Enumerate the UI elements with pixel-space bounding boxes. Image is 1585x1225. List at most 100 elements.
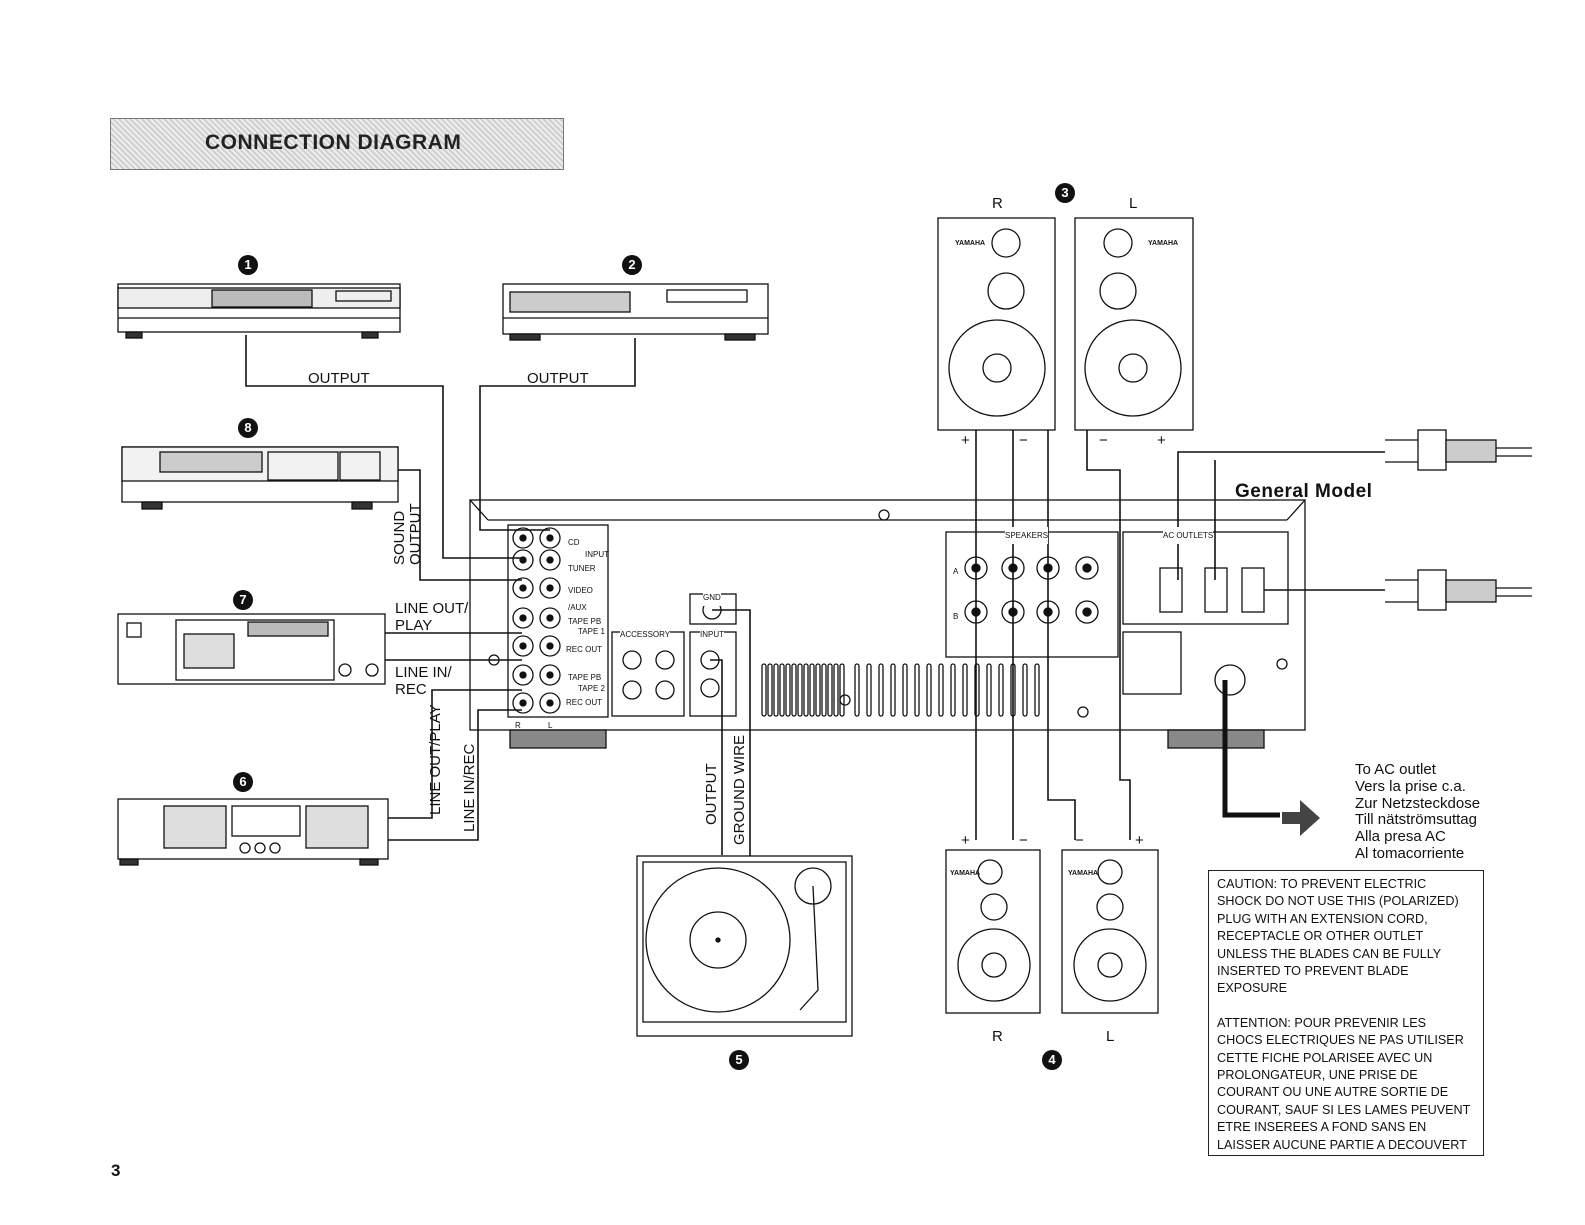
vent-slot (809, 663, 815, 717)
ac-text-sv: Till nätströmsuttag (1355, 811, 1477, 829)
rca-jacks (512, 527, 722, 714)
rca-jack-center (546, 534, 554, 542)
brand-yamaha-top-left: YAMAHA (1148, 240, 1178, 247)
vent-slot (779, 663, 785, 717)
rca-jack (622, 650, 642, 670)
vent-slot (785, 663, 791, 717)
panel-label-ac-outlets: AC OUTLETS (1163, 527, 1214, 544)
rca-jack-center (546, 556, 554, 564)
panel-label-tape1: TAPE 1 (578, 627, 605, 636)
double-cassette-deck-unit (117, 798, 389, 866)
power-cord (1222, 680, 1280, 818)
page-number: 3 (111, 1161, 121, 1180)
vent-slot (938, 663, 944, 717)
signal-cables (245, 335, 1385, 860)
caution-line: UNLESS THE BLADES CAN BE FULLY (1217, 946, 1442, 961)
rca-jack (512, 607, 534, 629)
rca-jack (512, 527, 534, 549)
ac-text-en: To AC outlet (1355, 761, 1436, 778)
rca-jack (655, 650, 675, 670)
label-line-in-rec-1: LINE IN/ (395, 664, 452, 681)
attention-line: PROLONGATEUR, UNE PRISE DE (1217, 1068, 1418, 1083)
attention-line: CHOCS ELECTRIQUES NE PAS UTILISER (1217, 1033, 1464, 1048)
panel-label-tape2-pb: TAPE PB (568, 673, 602, 682)
arrow-icon (1282, 800, 1320, 836)
vent-slot (902, 663, 908, 717)
vent-slot (962, 663, 968, 717)
panel-label-tuner: TUNER (568, 564, 596, 573)
rca-jack-center (519, 642, 527, 650)
cable-ground-wire (712, 609, 751, 860)
panel-label-phono-input: INPUT (700, 626, 724, 643)
rca-jack-center (519, 671, 527, 679)
vent-slot (821, 663, 827, 717)
rca-jack (512, 692, 534, 714)
cable-tape2-play (388, 689, 522, 819)
panel-label-tape2: TAPE 2 (578, 684, 605, 693)
rca-jack (539, 577, 561, 599)
rca-jack-center (519, 584, 527, 592)
panel-label-video-aux: VIDEO /AUX (568, 586, 593, 612)
turntable (636, 855, 853, 1037)
panel-label-speakers: SPEAKERS (1005, 527, 1049, 544)
speaker-bottom-left (1061, 849, 1159, 1014)
speaker-terminal-center (1082, 607, 1092, 617)
label-sound-output: SOUND OUTPUT (391, 503, 424, 565)
rca-jack (539, 527, 561, 549)
caution-line: SHOCK DO NOT USE THIS (POLARIZED) (1217, 894, 1459, 909)
rca-jack (539, 692, 561, 714)
attention-line: CETTE FICHE POLARISEE AVEC UN (1217, 1050, 1433, 1065)
terminal-plus-br: + (961, 832, 970, 849)
vent-slot (890, 663, 896, 717)
model-label: General Model (1235, 481, 1373, 502)
attention-line: ETRE INSEREES A FOND SANS EN (1217, 1120, 1427, 1135)
attention-line: COURANT OU UNE AUTRE SORTIE DE (1217, 1085, 1449, 1100)
component-number-6: 6 (233, 772, 253, 792)
ac-text-it: Alla presa AC (1355, 828, 1446, 846)
rca-jack-center (519, 614, 527, 622)
cable-tape2-rec (388, 709, 522, 841)
speaker-terminal (1075, 600, 1099, 624)
brand-yamaha-bottom-right: YAMAHA (950, 870, 980, 877)
rca-jack-center (546, 642, 554, 650)
vent-slot (767, 663, 773, 717)
component-number-2: 2 (622, 255, 642, 275)
vent-slot (950, 663, 956, 717)
label-line-in-rec-2: REC (395, 681, 427, 698)
caution-line: PLUG WITH AN EXTENSION CORD, (1217, 911, 1428, 926)
speaker-label-top-r: R (992, 195, 1003, 212)
label-line-in-rec-vertical: LINE IN/REC (461, 743, 478, 832)
rca-jack (539, 549, 561, 571)
ac-text-de: Zur Netzsteckdose (1355, 794, 1481, 812)
label-cd-output: OUTPUT (527, 370, 589, 387)
panel-label-tape2-rec: REC OUT (566, 698, 602, 707)
rca-jack (512, 577, 534, 599)
terminal-minus-bl: − (1075, 832, 1084, 849)
speaker-terminal-center (1082, 563, 1092, 573)
speaker-label-bottom-r: R (992, 1028, 1003, 1045)
vent-slot (974, 663, 980, 717)
ac-outlet-text: To AC outlet Vers la prise c.a. Zur Netz… (1355, 761, 1481, 863)
cable-cd-output (479, 338, 636, 531)
terminal-plus-bl: + (1135, 832, 1144, 849)
panel-label-gnd: GND (703, 589, 721, 606)
cassette-deck-unit (117, 613, 386, 685)
vent-slot (839, 663, 845, 717)
panel-label-r: R (515, 721, 521, 730)
terminal-plus-tr: + (961, 432, 970, 449)
label-tuner-output: OUTPUT (308, 370, 370, 387)
speaker-label-bottom-l: L (1106, 1028, 1115, 1045)
rca-jack (512, 635, 534, 657)
vent-slot (854, 663, 860, 717)
panel-label-row-b: B (953, 612, 959, 621)
ac-text-es: Al tomacorriente (1355, 844, 1465, 862)
component-number-3: 3 (1055, 183, 1075, 203)
caution-line: CAUTION: TO PREVENT ELECTRIC (1217, 877, 1427, 891)
component-number-5: 5 (729, 1050, 749, 1070)
label-line-out-play-1: LINE OUT/ (395, 600, 469, 617)
ac-plug-bottom (1385, 569, 1532, 611)
vent-slot (827, 663, 833, 717)
caution-box: CAUTION: TO PREVENT ELECTRIC SHOCK DO NO… (1208, 870, 1484, 1156)
vent-slot (1022, 663, 1028, 717)
speaker-label-top-l: L (1129, 195, 1138, 212)
